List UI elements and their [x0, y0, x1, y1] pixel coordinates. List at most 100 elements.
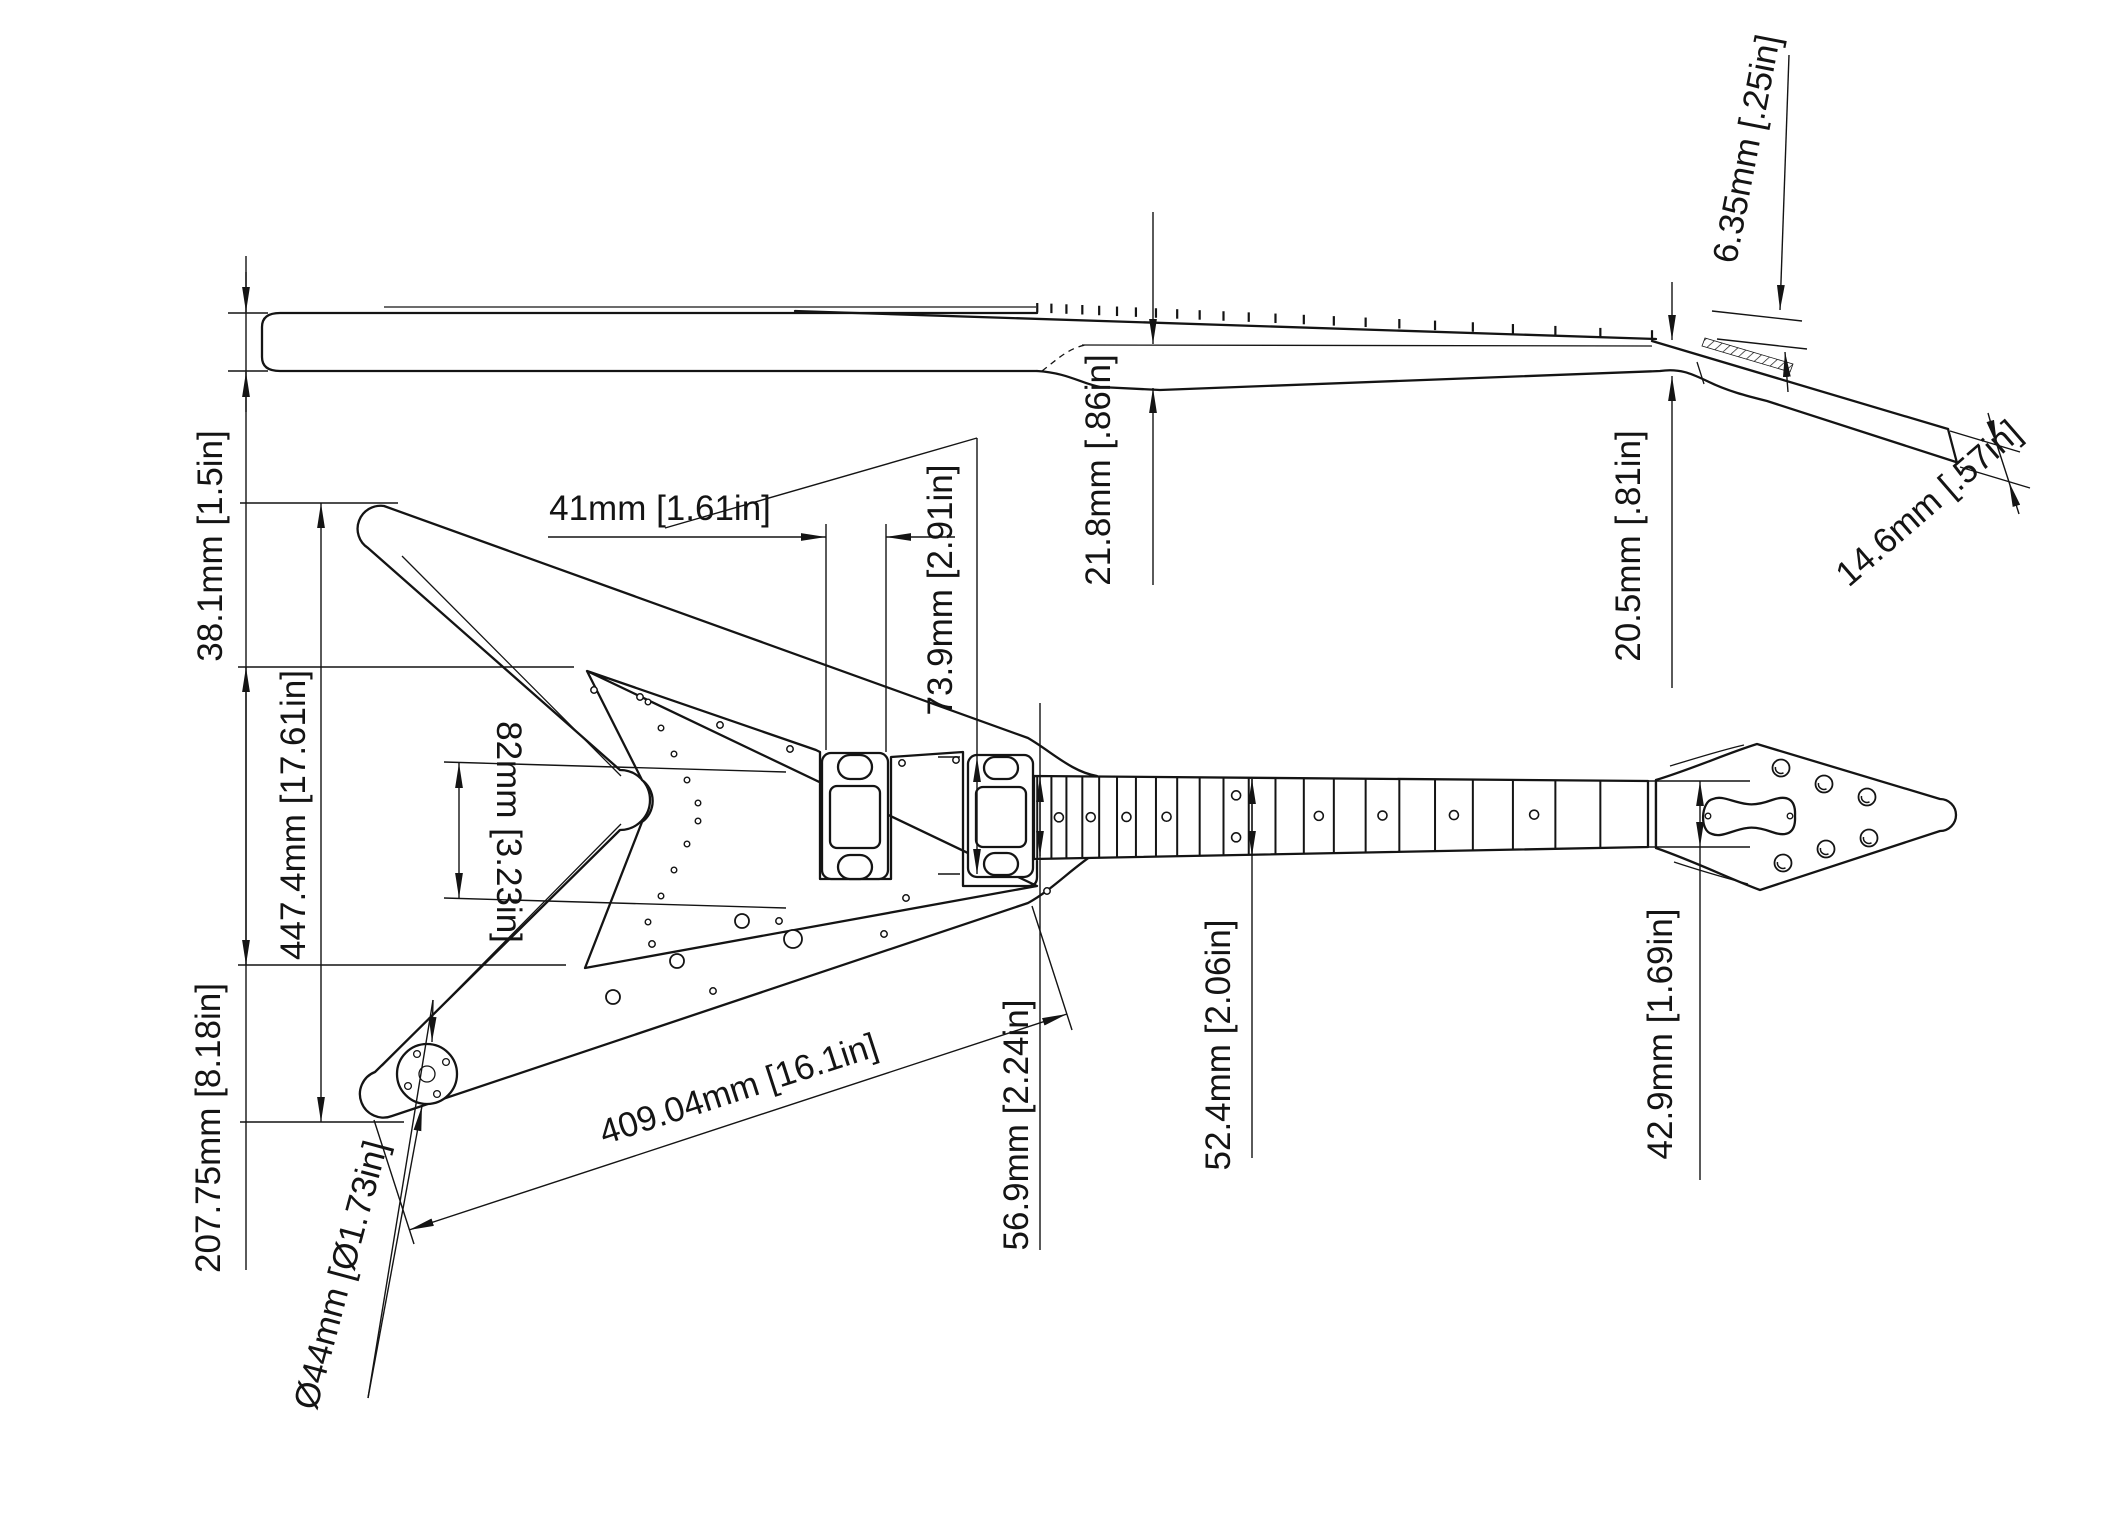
dim-headstock-thickness: 14.6mm [.57in] [1828, 413, 2028, 594]
chevron-hole [683, 776, 691, 784]
dim-control-plate-diameter: Ø44mm [Ø1.73in] [286, 1137, 395, 1414]
chevron-hole [670, 750, 678, 758]
headstock [1654, 742, 1958, 892]
fretboard-bottom-profile [1081, 344, 1653, 347]
arrow-line [428, 999, 437, 1043]
leader-line [664, 437, 978, 529]
dim-nut-width: 42.9mm [1.69in] [1641, 909, 1680, 1160]
dim-fretboard-thickness: 6.35mm [.25in] [1705, 31, 1787, 266]
dim-pickup-length: 73.9mm [2.91in] [921, 465, 960, 716]
plate-screw [441, 1057, 451, 1067]
dim-body-length: 447.4mm [17.61in] [274, 670, 313, 960]
neck-pickup-ear-top [836, 753, 874, 781]
inlay-dot [1313, 810, 1325, 822]
tuner-holes [1771, 758, 1879, 873]
chevron-hole [657, 892, 665, 900]
arrow-line [408, 1013, 1068, 1231]
screw-hole [648, 940, 656, 948]
ext-line [443, 761, 787, 773]
dim-pickup-width: 41mm [1.61in] [549, 489, 771, 528]
inlay-dot [1053, 812, 1065, 823]
chevron-hole [644, 918, 652, 926]
screw-hole [716, 721, 724, 729]
dim-neck-thickness-nut: 20.5mm [.81in] [1609, 430, 1648, 662]
truss-rod-cover [1701, 796, 1797, 837]
dim-fretboard-end-width: 56.9mm [2.24in] [997, 1000, 1036, 1251]
chevron-hole [694, 817, 702, 825]
truss-cover-screw [1786, 812, 1794, 820]
tuner-hole-crescent [1819, 847, 1829, 856]
dim-body-thickness: 38.1mm [1.5in] [191, 430, 230, 662]
ext-line [1949, 430, 2021, 453]
ext-line [1031, 905, 1073, 1031]
chevron-hole-pattern [644, 698, 702, 926]
fret-lines [1036, 776, 1602, 859]
dim-wing-tip-span: 207.75mm [8.18in] [189, 983, 228, 1273]
tuner-hole-crescent [1774, 766, 1784, 775]
bridge-pickup-bobbin [974, 785, 1028, 849]
neck-heel-dashed-line [1041, 344, 1086, 372]
neck-pickup [820, 751, 890, 881]
screw-hole [898, 759, 906, 767]
pickguard-screw-holes [590, 686, 1051, 1005]
fretboard-top-profile [793, 309, 1658, 341]
truss-cover-screw [1704, 812, 1712, 820]
dim-line [1996, 444, 2010, 483]
body-slab-profile [260, 311, 1039, 373]
inlay-dot [1448, 809, 1460, 821]
chevron-hole [683, 840, 691, 848]
cavity-hole [734, 913, 750, 929]
bridge-pickup-ear-bottom [982, 851, 1020, 877]
screw-hole [952, 756, 960, 764]
inlay-dots [1053, 790, 1540, 843]
tuner-hole-crescent [1776, 861, 1786, 870]
nut-fretboard-hatch [1701, 337, 1794, 373]
ext-line [443, 897, 787, 909]
chevron-hole [644, 698, 652, 706]
dimension-graphics [228, 54, 2031, 1399]
screw-hole [775, 917, 783, 925]
side-fret-ticks [1036, 303, 1654, 340]
dim-neck-thickness-heel: 21.8mm [.86in] [1079, 354, 1118, 586]
ext-line [373, 1119, 415, 1245]
inlay-dot [1377, 810, 1388, 821]
tuner-hole-crescent [1860, 795, 1870, 804]
ext-line [1716, 338, 1808, 350]
control-plate [395, 1042, 459, 1106]
dim-neck-width-12th: 52.4mm [2.06in] [1199, 920, 1238, 1171]
headstock-face-profile [1650, 339, 1950, 431]
plate-screw [412, 1049, 422, 1059]
chevron-hole [694, 799, 702, 807]
inlay-dot [1528, 809, 1540, 820]
arrow-line [1986, 412, 1998, 446]
neck-pickup-bobbin [828, 784, 882, 850]
screw-hole [880, 930, 888, 938]
tuner-hole-crescent [1862, 836, 1872, 845]
arrow-line [1776, 54, 1790, 311]
headstock-accent-top [1669, 744, 1745, 767]
headstock-outline [1654, 742, 1958, 892]
dimension-labels: 38.1mm [1.5in] 447.4mm [17.61in] 207.75m… [189, 31, 2029, 1413]
arrow-line [2008, 481, 2021, 515]
inlay-dot [1085, 811, 1097, 823]
plate-screw [403, 1081, 413, 1091]
screw-hole [709, 987, 717, 995]
front-view [356, 504, 1958, 1119]
notch-parallel-upper [401, 555, 622, 777]
bridge-pickup-ear-top [982, 755, 1020, 781]
screw-hole [636, 693, 644, 701]
side-view [260, 303, 1959, 465]
screw-hole [902, 894, 910, 902]
volute-line [1696, 361, 1705, 385]
screw-hole [1043, 887, 1051, 895]
cavity-hole [783, 929, 803, 949]
neck-back-profile [1035, 369, 1958, 464]
neck-pickup-ear-bottom [836, 853, 874, 881]
bridge-pickup [966, 753, 1035, 879]
cavity-hole [605, 989, 621, 1005]
plate-screw [432, 1089, 442, 1099]
cavity-hole [669, 953, 685, 969]
ext-line [1711, 310, 1803, 322]
